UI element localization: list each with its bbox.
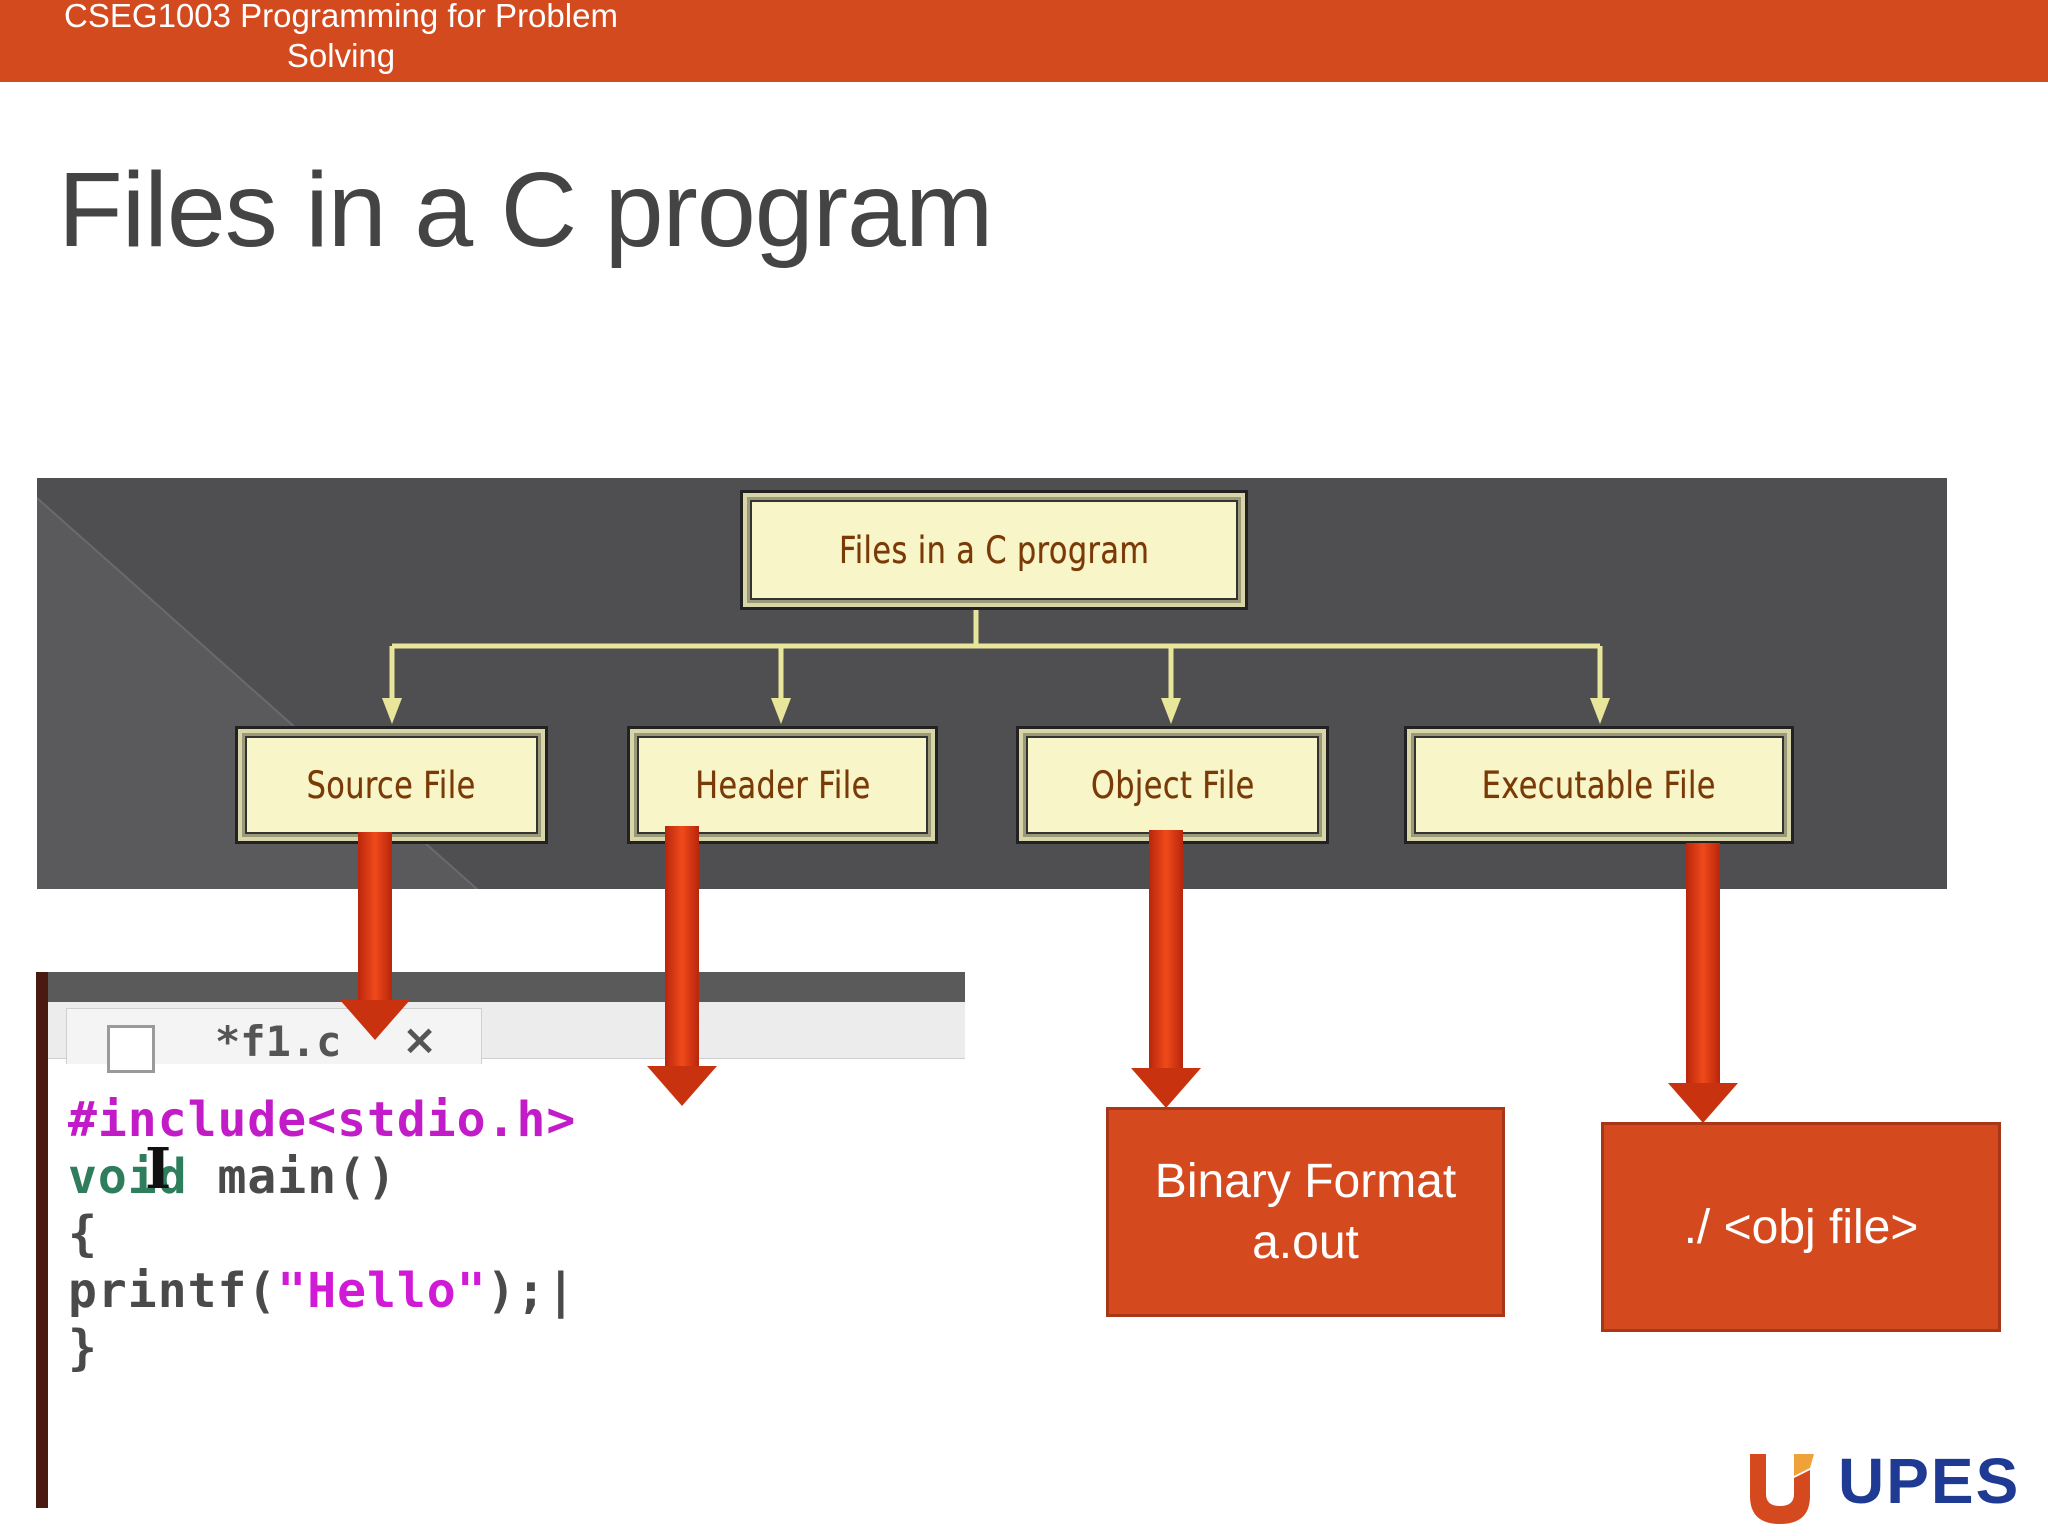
code-block[interactable]: #include<stdio.h>void main(){printf("Hel… xyxy=(68,1092,576,1377)
editor-edge xyxy=(36,972,48,1508)
object-file-label: Object File xyxy=(1090,763,1255,807)
file-icon xyxy=(107,1025,155,1073)
code-token: #include<stdio.h> xyxy=(68,1092,577,1148)
course-title-line-1: CSEG1003 Programming for Problem xyxy=(64,0,618,34)
code-token: { xyxy=(68,1206,98,1262)
binary-format-box: Binary Format a.out xyxy=(1106,1107,1505,1317)
code-token: "Hello" xyxy=(277,1263,487,1319)
executable-file-arrow xyxy=(1668,843,1738,1123)
diagram-connectors xyxy=(382,610,1610,724)
editor-tab[interactable]: *f1.c × xyxy=(66,1008,482,1073)
run-command-label: ./ <obj file> xyxy=(1683,1200,1919,1254)
object-file-arrow xyxy=(1131,830,1201,1108)
code-token: void xyxy=(68,1149,188,1205)
source-file-box: Source File xyxy=(235,726,548,844)
code-token: );| xyxy=(486,1263,577,1319)
header-file-box: Header File xyxy=(627,726,938,844)
object-file-box: Object File xyxy=(1016,726,1329,844)
executable-file-box: Executable File xyxy=(1404,726,1794,844)
close-icon[interactable]: × xyxy=(402,1015,438,1064)
code-line: } xyxy=(68,1320,576,1377)
run-command-box: ./ <obj file> xyxy=(1601,1122,2001,1332)
tab-filename: *f1.c xyxy=(215,1017,342,1066)
upes-logo-icon xyxy=(1750,1454,1814,1524)
code-line: { xyxy=(68,1206,576,1263)
code-line: void main() xyxy=(68,1149,576,1206)
binary-format-line-1: Binary Format xyxy=(1154,1155,1457,1208)
source-file-label: Source File xyxy=(306,763,477,807)
header-file-label: Header File xyxy=(694,763,871,807)
code-token: main() xyxy=(187,1149,397,1205)
course-title: CSEG1003 Programming for Problem Solving xyxy=(0,0,682,76)
code-line: printf("Hello");| xyxy=(68,1263,576,1320)
root-box: Files in a C program xyxy=(740,490,1248,610)
root-box-label: Files in a C program xyxy=(838,528,1150,572)
code-editor-screenshot: *f1.c × #include<stdio.h>void main(){pri… xyxy=(36,972,965,1508)
editor-tabstrip: *f1.c × xyxy=(48,1002,965,1073)
text-cursor-icon: I xyxy=(145,1136,172,1202)
code-line: #include<stdio.h> xyxy=(68,1092,576,1149)
upes-logo-text: UPES xyxy=(1838,1445,2021,1517)
source-file-arrow xyxy=(340,832,410,1040)
code-token: } xyxy=(68,1320,98,1376)
header-bar: CSEG1003 Programming for Problem Solving xyxy=(0,0,2048,82)
header-file-arrow xyxy=(647,826,717,1106)
course-title-line-2: Solving xyxy=(286,37,396,74)
diagram-panel: Files in a C program Source File Header … xyxy=(37,478,1947,889)
code-token: printf( xyxy=(68,1263,278,1319)
slide-title: Files in a C program xyxy=(58,151,993,269)
executable-file-label: Executable File xyxy=(1481,763,1717,807)
binary-format-line-2: a.out xyxy=(1252,1216,1359,1269)
editor-toolbar xyxy=(48,972,965,1002)
